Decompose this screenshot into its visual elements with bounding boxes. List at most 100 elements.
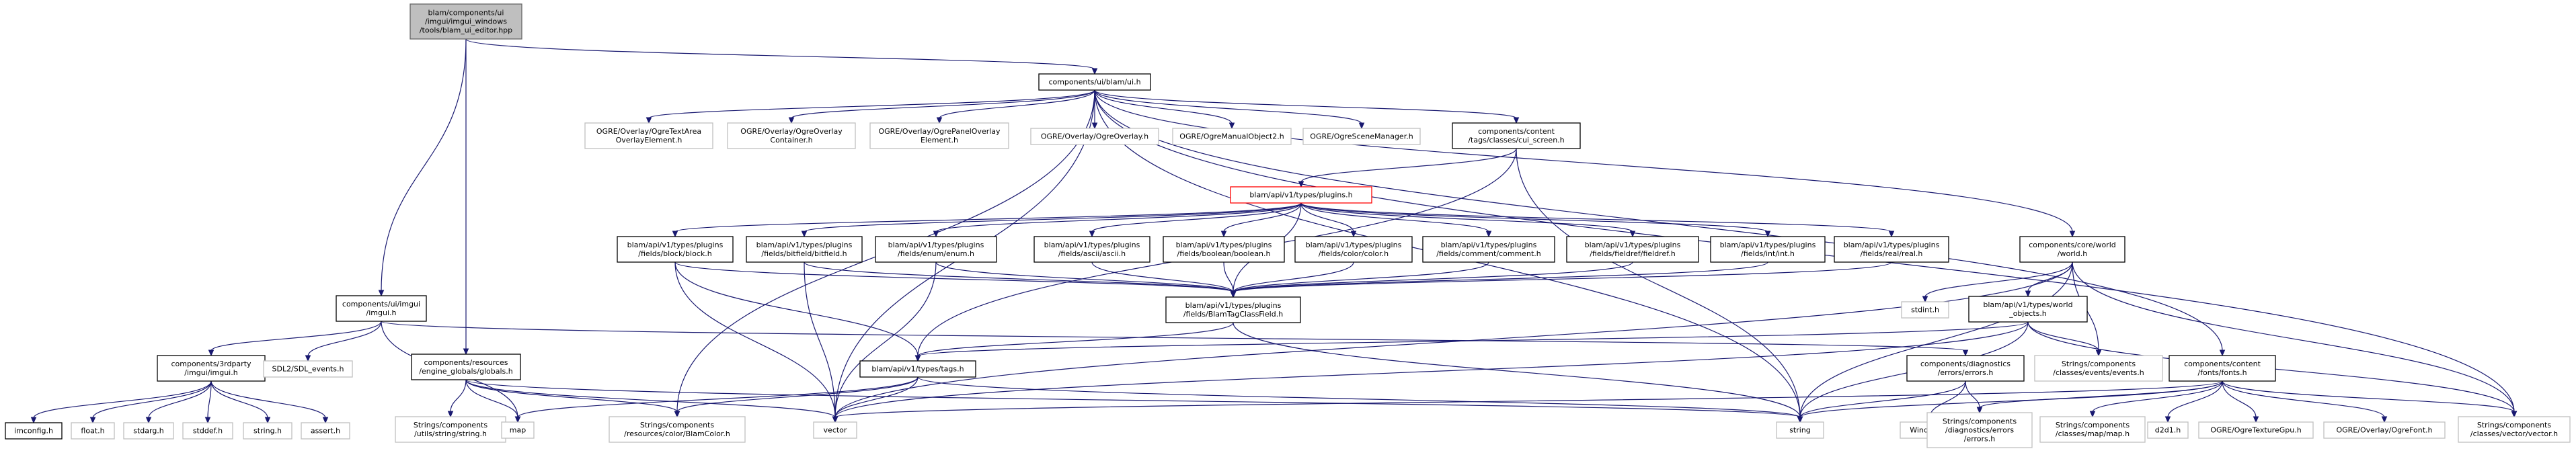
arrowhead (145, 417, 152, 424)
node-imconfig[interactable]: imconfig.h (5, 422, 63, 440)
node-ui[interactable]: components/ui/blam/ui.h (1038, 73, 1151, 91)
arrowhead (1350, 231, 1357, 238)
node-enum[interactable]: blam/api/v1/types/plugins/fields/enum/en… (875, 236, 997, 263)
node-fonts[interactable]: components/content/fonts/fonts.h (2169, 355, 2276, 382)
edge-fonts-to-ogrefont (2222, 380, 2385, 418)
arrowhead (1797, 416, 1803, 423)
node-box (182, 422, 233, 440)
node-box (5, 422, 63, 440)
arrowhead (1089, 231, 1095, 238)
arrowhead (2025, 290, 2031, 298)
node-label-line: OGRE/OgreSceneManager.h (1310, 132, 1413, 141)
node-color[interactable]: blam/api/v1/types/plugins/fields/color/c… (1294, 236, 1413, 263)
edge-imgui-to-errors (381, 321, 1966, 351)
node-imgui[interactable]: components/ui/imgui/imgui.h (336, 295, 427, 322)
node-label-line: OGRE/Overlay/OgreFont.h (2336, 426, 2432, 435)
node-label-line: components/core/world (2029, 241, 2116, 249)
node-float: float.h (71, 422, 115, 440)
node-comment[interactable]: blam/api/v1/types/plugins/fields/comment… (1422, 236, 1555, 263)
node-box (2039, 416, 2146, 443)
node-box (1566, 236, 1699, 263)
node-label-line: blam/api/v1/types/plugins (1720, 241, 1816, 249)
node-box (1926, 412, 2033, 448)
node-box (2323, 421, 2446, 439)
node-box (2147, 421, 2189, 439)
node-bitfield[interactable]: blam/api/v1/types/plugins/fields/bitfiel… (746, 236, 863, 263)
node-box (609, 416, 746, 443)
node-label-line: /classes/events/events.h (2053, 368, 2144, 377)
edge-fonts-to-diagerrors (1979, 380, 2223, 409)
node-errors[interactable]: components/diagnostics/errors/errors.h (1906, 355, 2025, 382)
node-label-line: string (1789, 426, 1811, 435)
node-globals[interactable]: components/resources/engine_globals/glob… (411, 354, 521, 380)
node-boolean[interactable]: blam/api/v1/types/plugins/fields/boolean… (1163, 236, 1285, 263)
node-blamtag[interactable]: blam/api/v1/types/plugins/fields/BlamTag… (1165, 296, 1301, 323)
node-ascii[interactable]: blam/api/v1/types/plugins/fields/ascii/a… (1033, 236, 1150, 263)
arrowhead (378, 290, 385, 297)
edge-ui-to-manual (1094, 89, 1233, 124)
node-thirdparty[interactable]: components/3rdparty/imgui/imgui.h (157, 355, 266, 382)
node-label-line: components/ui/blam/ui.h (1048, 78, 1140, 87)
node-label-line: components/ui/imgui (342, 300, 420, 308)
edge-fonts-to-vector (834, 380, 2223, 418)
node-box (336, 295, 427, 322)
node-world[interactable]: components/core/world/world.h (2019, 236, 2125, 263)
node-box (2034, 355, 2163, 382)
node-label-line: blam/api/v1/types/plugins (1044, 241, 1140, 249)
node-box (584, 122, 713, 149)
edge-world-to-vector (834, 261, 2073, 418)
node-label-line: /fonts/fonts.h (2197, 368, 2247, 377)
node-label-line: /fields/block/block.h (638, 249, 711, 258)
arrowhead (2219, 349, 2226, 357)
arrowhead (1888, 231, 1895, 238)
arrowhead (1091, 122, 1098, 130)
arrowhead (1629, 231, 1636, 238)
node-tags[interactable]: blam/api/v1/types/tags.h (859, 360, 976, 378)
arrowhead (447, 411, 454, 418)
node-label-line: map (510, 426, 526, 435)
node-label-line: /engine_globals/globals.h (419, 367, 512, 376)
edge-worldobjects-to-events (2027, 321, 2099, 351)
node-plugins[interactable]: blam/api/v1/types/plugins.h (1230, 186, 1372, 204)
edge-thirdparty-to-float (92, 380, 212, 419)
edge-globals-to-blamcolor (465, 379, 678, 413)
node-box (123, 422, 174, 440)
arrowhead (672, 231, 678, 238)
node-box (617, 236, 734, 263)
node-stdint: stdint.h (1901, 301, 1949, 319)
node-label-line: Strings/components (1943, 417, 2017, 426)
node-box (263, 360, 353, 378)
node-label-line: components/diagnostics (1920, 360, 2011, 368)
edge-plugins-to-int (1300, 202, 1768, 233)
node-label-line: d2d1.h (2155, 426, 2181, 435)
node-label-line: stdarg.h (133, 427, 164, 436)
node-worldobjects[interactable]: blam/api/v1/types/world_objects.h (1968, 296, 2088, 323)
node-real[interactable]: blam/api/v1/types/plugins/fields/real/re… (1834, 236, 1949, 263)
node-block[interactable]: blam/api/v1/types/plugins/fields/block/b… (617, 236, 734, 263)
node-int[interactable]: blam/api/v1/types/plugins/fields/int/int… (1710, 236, 1826, 263)
node-label-line: OGRE/Overlay/OgrePanelOverlay (878, 127, 1001, 136)
node-box (859, 360, 976, 378)
node-label-line: imconfig.h (14, 427, 53, 436)
node-stringh: string.h (243, 422, 292, 440)
node-stdarg: stdarg.h (123, 422, 174, 440)
edge-errors-to-windows (1929, 380, 1966, 418)
edge-thirdparty-to-imconfig (33, 380, 212, 419)
node-label-line: OverlayElement.h (616, 136, 682, 144)
node-label-line: blam/components/ui (428, 9, 504, 17)
edge-ui-to-scenemgr (1094, 89, 1362, 124)
edge-color-to-blamtag (1233, 261, 1354, 293)
node-label-line: blam/api/v1/types/plugins (1585, 241, 1681, 249)
node-fieldref[interactable]: blam/api/v1/types/plugins/fields/fieldre… (1566, 236, 1699, 263)
node-root[interactable]: blam/components/ui/imgui/imgui_windows/t… (409, 3, 522, 40)
arrowhead (2381, 416, 2388, 423)
node-box (1163, 236, 1285, 263)
node-d2d1: d2d1.h (2147, 421, 2189, 439)
node-utilsstring: Strings/components/utils/string/string.h (395, 416, 506, 443)
node-box (395, 416, 506, 443)
node-box (243, 422, 292, 440)
node-cuiscreen[interactable]: components/content/tags/classes/cui_scre… (1452, 122, 1581, 149)
node-box (2458, 416, 2571, 443)
node-box (1230, 186, 1372, 204)
